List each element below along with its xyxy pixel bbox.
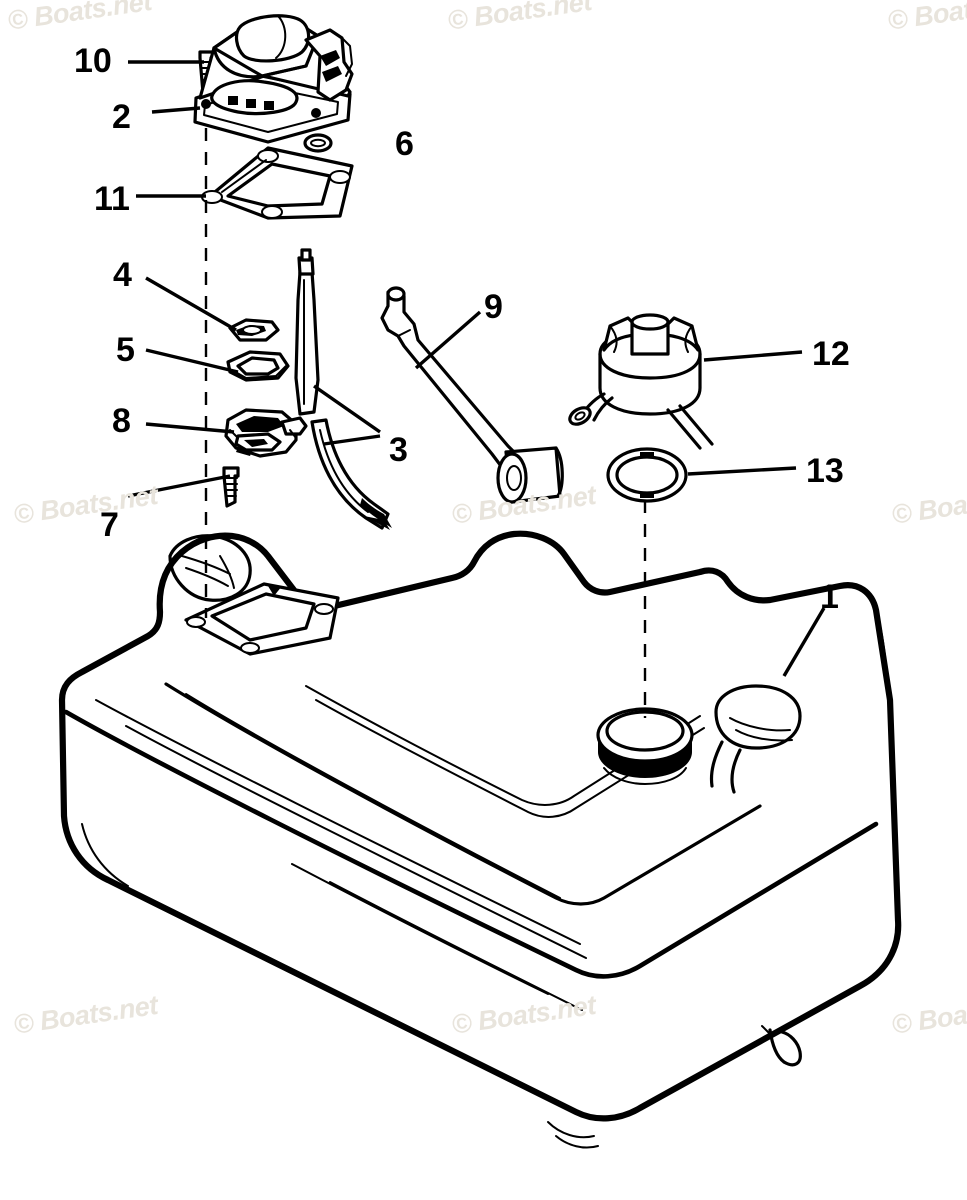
- part-5-seal-plate: [226, 350, 290, 382]
- callout-number-3[interactable]: 3: [389, 431, 408, 469]
- leader-8: [145, 422, 235, 434]
- part-12-fuel-filler-cap: [568, 313, 714, 450]
- callout-number-10[interactable]: 10: [74, 42, 112, 80]
- callout-number-11[interactable]: 11: [94, 180, 130, 218]
- part-9-fuel-pickup-tube: [380, 286, 564, 504]
- callout-number-13[interactable]: 13: [806, 452, 844, 490]
- tank-filler-neck: [596, 707, 694, 785]
- leader-3b: [323, 434, 381, 446]
- part-13-filler-cap-o-ring: [606, 447, 688, 503]
- part-7-screw: [222, 466, 240, 508]
- part-3-fuel-hose: [294, 248, 392, 530]
- part-8-connector-body: [224, 408, 308, 458]
- leader-1: [782, 607, 826, 677]
- callout-number-2[interactable]: 2: [112, 98, 131, 136]
- leader-7: [127, 474, 231, 498]
- tank-gauge-mounting-flange: [184, 582, 340, 656]
- leader-2: [151, 106, 201, 114]
- leader-12: [703, 350, 803, 362]
- part-4-retainer-clip: [228, 318, 280, 342]
- callout-leader-lines: [127, 60, 826, 677]
- leader-4: [145, 276, 237, 332]
- leader-5: [145, 348, 239, 374]
- callout-number-1[interactable]: 1: [820, 578, 839, 616]
- alignment-axis-lines: [204, 128, 647, 718]
- leader-3a: [313, 384, 381, 434]
- callout-number-12[interactable]: 12: [812, 335, 850, 373]
- callout-number-7[interactable]: 7: [100, 506, 119, 544]
- part-6-o-ring-grommet: [303, 133, 333, 153]
- leader-9: [414, 310, 482, 370]
- callout-number-6[interactable]: 6: [395, 125, 414, 163]
- callout-number-9[interactable]: 9: [484, 288, 503, 326]
- callout-number-5[interactable]: 5: [116, 331, 135, 369]
- leader-13: [687, 466, 797, 476]
- callout-number-8[interactable]: 8: [112, 402, 131, 440]
- part-11-gasket: [201, 146, 354, 220]
- part-1-fuel-tank: [58, 530, 902, 1149]
- part-2-fuel-gauge-assembly: [193, 14, 354, 144]
- callout-number-4[interactable]: 4: [113, 256, 132, 294]
